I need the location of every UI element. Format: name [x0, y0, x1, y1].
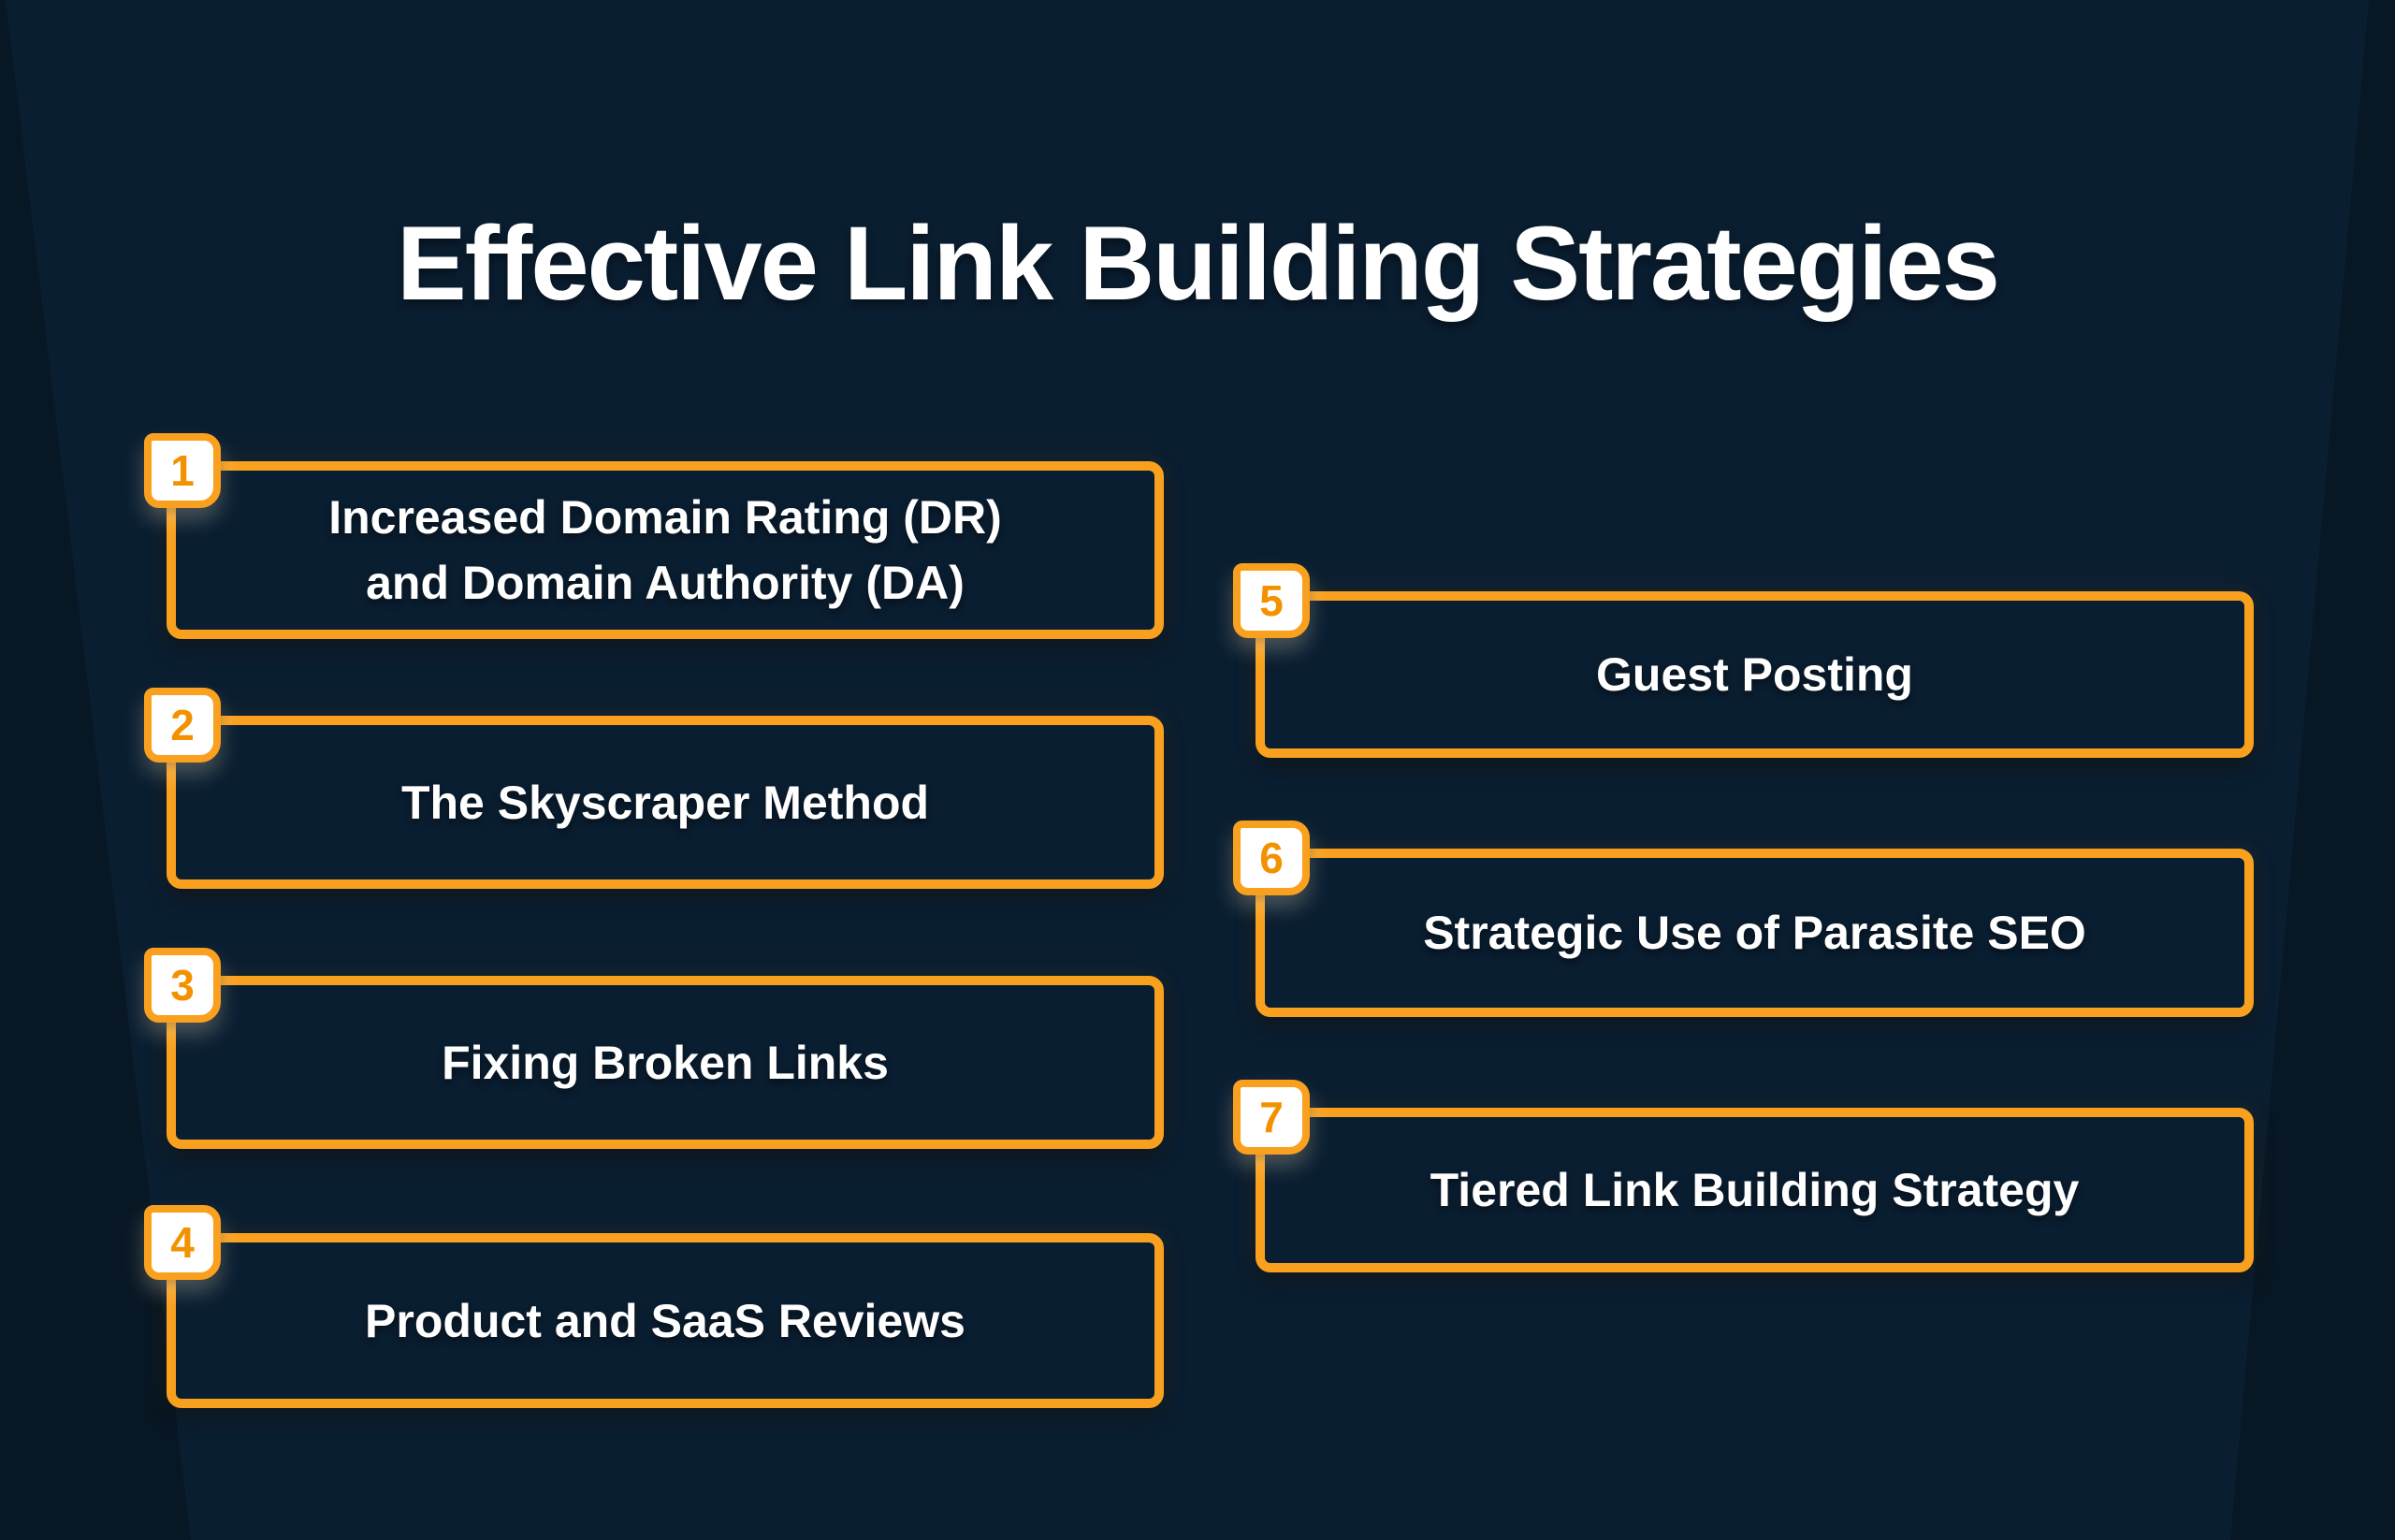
strategy-number-badge: 1: [144, 433, 221, 508]
strategy-card-2: 2 The Skyscraper Method: [144, 688, 1164, 889]
strategy-card-5: 5 Guest Posting: [1233, 563, 2254, 758]
strategy-number-badge: 2: [144, 688, 221, 763]
strategy-card-4: 4 Product and SaaS Reviews: [144, 1205, 1164, 1408]
strategy-number-badge: 6: [1233, 821, 1310, 895]
strategy-card-1: 1 Increased Domain Rating (DR) and Domai…: [144, 433, 1164, 639]
strategy-card-3: 3 Fixing Broken Links: [144, 948, 1164, 1149]
strategy-card-6: 6 Strategic Use of Parasite SEO: [1233, 821, 2254, 1017]
strategy-label: The Skyscraper Method: [400, 776, 930, 829]
strategy-label: Guest Posting: [1596, 648, 1913, 701]
strategy-number-badge: 3: [144, 948, 221, 1023]
strategy-label: Product and SaaS Reviews: [365, 1294, 965, 1347]
strategy-number-badge: 4: [144, 1205, 221, 1280]
strategy-label: Tiered Link Building Strategy: [1430, 1164, 2080, 1216]
page-title: Effective Link Building Strategies: [397, 205, 2000, 323]
strategy-number-badge: 5: [1233, 563, 1310, 638]
strategy-label: Increased Domain Rating (DR) and Domain …: [328, 491, 1002, 609]
strategy-label: Strategic Use of Parasite SEO: [1423, 907, 2086, 959]
strategy-number-badge: 7: [1233, 1080, 1310, 1155]
strategy-label: Fixing Broken Links: [442, 1036, 889, 1089]
strategy-card-7: 7 Tiered Link Building Strategy: [1233, 1080, 2254, 1272]
